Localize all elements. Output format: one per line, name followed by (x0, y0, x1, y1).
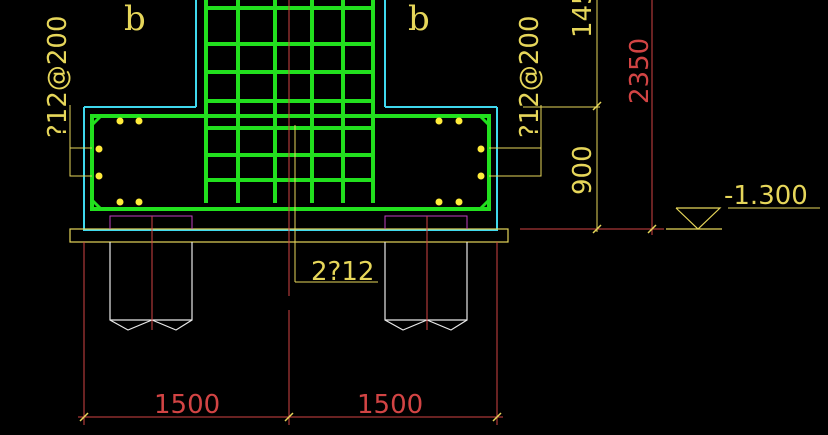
leader-rebar-right (489, 105, 542, 177)
elevation-label: -1.300 (724, 181, 808, 211)
rebar-dot (135, 198, 143, 206)
rebar-dot (116, 198, 124, 206)
dim-label-span-left: 1500 (154, 390, 220, 420)
pile-embed (109, 215, 468, 229)
rebar-dot (477, 145, 485, 153)
leader-rebar-left (69, 105, 92, 177)
rebar-dot (95, 172, 103, 180)
rebar-dot (477, 172, 485, 180)
rebar-dot (435, 198, 443, 206)
cap-rebar-rectangle (90, 114, 491, 211)
rebar-dot (116, 117, 124, 125)
dim-tick (284, 412, 294, 422)
rebar-label-right: ?12@200 (515, 15, 545, 138)
rebar-hook (478, 198, 491, 211)
rebar-label-bottom: 2?12 (311, 257, 374, 287)
annotation-leaders (69, 0, 820, 283)
dim-label-900: 900 (568, 145, 598, 195)
section-mark-right: b (408, 0, 430, 39)
pile-right-embed (384, 215, 468, 229)
rebar-label-left: ?12@200 (43, 15, 73, 138)
cap-rebar-loop (90, 114, 491, 211)
rebar-dot (135, 117, 143, 125)
rebar-dot (455, 198, 463, 206)
elevation-symbol (666, 207, 722, 230)
elevation-triangle (675, 207, 722, 230)
rebar-dot (95, 145, 103, 153)
centerlines (151, 0, 428, 425)
rebar-dot (455, 117, 463, 125)
rebar-hook (90, 114, 103, 127)
rebar-hook (478, 114, 491, 127)
dim-tick (647, 224, 657, 234)
dim-tick (79, 412, 89, 422)
dim-label-span-right: 1500 (357, 390, 423, 420)
cap-outer-outline (83, 107, 498, 231)
section-mark-left: b (124, 0, 146, 39)
rebar-dot (435, 117, 443, 125)
dim-label-2350: 2350 (625, 38, 655, 104)
pile-cap-outline (83, 0, 498, 231)
pile-left-embed (109, 215, 193, 229)
dim-label-145: 145 (568, 0, 598, 38)
dimension-lines (78, 0, 664, 425)
dim-tick (492, 412, 502, 422)
rebar-dots (95, 117, 485, 206)
rebar-hook (90, 198, 103, 211)
